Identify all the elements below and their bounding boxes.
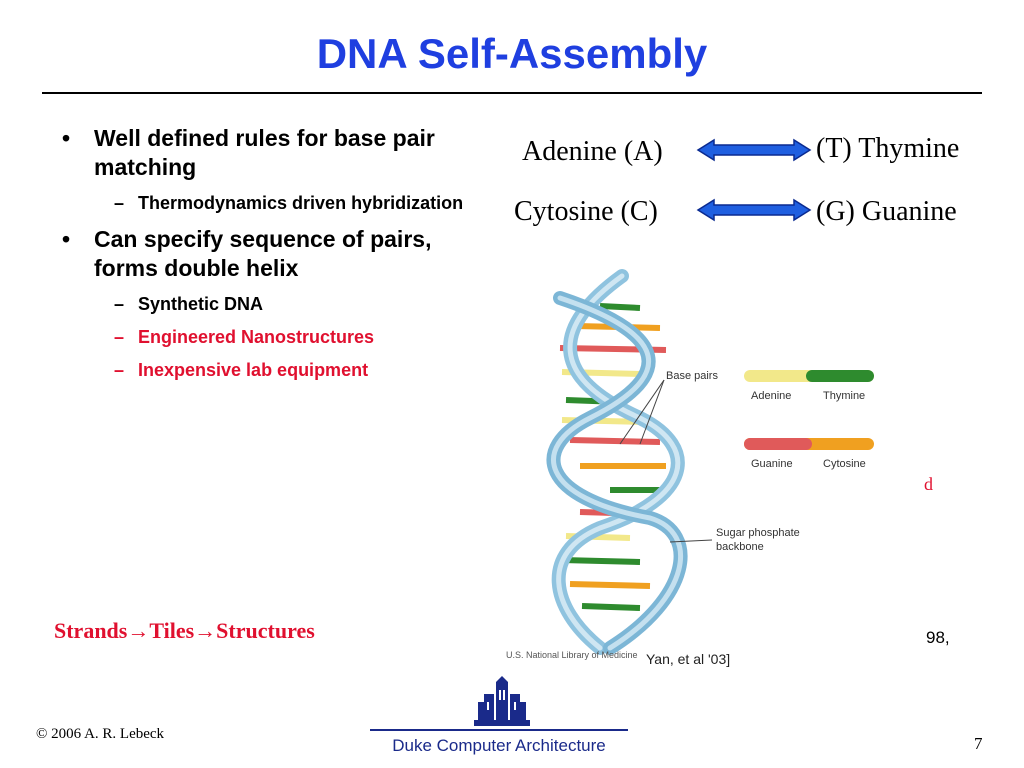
bullet-item: Can specify sequence of pairs, forms dou…: [60, 225, 470, 382]
backbone-strand: [551, 269, 685, 655]
strands-tiles-structures: Strands→Tiles→Structures: [54, 618, 315, 643]
label-cytosine: Cytosine: [823, 458, 866, 470]
sub-bullet-list: –Synthetic DNA –Engineered Nanostructure…: [94, 293, 470, 382]
page-number: 7: [974, 734, 983, 753]
footer-copyright: © 2006 A. R. Lebeck: [36, 726, 165, 742]
slide-title: DNA Self-Assembly: [316, 30, 708, 77]
label-adenine: Adenine: [751, 390, 791, 402]
title-divider: [42, 92, 982, 94]
duke-chapel-logo: [474, 676, 530, 726]
sub-bullet-item: –Thermodynamics driven hybridization: [114, 193, 464, 213]
pair-right-guanine: (G) Guanine: [816, 196, 957, 227]
figure-credit: U.S. National Library of Medicine: [506, 650, 638, 660]
pair-left-cytosine: Cytosine (C): [514, 196, 658, 227]
pair-left-adenine: Adenine (A): [522, 136, 663, 167]
sub-bullet-item: –Inexpensive lab equipment: [114, 360, 369, 380]
bullet-list: Well defined rules for base pair matchin…: [60, 124, 470, 392]
dna-figure: Base pairs Adenine Thymine Guanine Cytos…: [490, 268, 910, 668]
sub-bullet-text: Synthetic DNA: [138, 294, 264, 314]
dna-helix-illustration: Base pairs Adenine Thymine Guanine Cytos…: [506, 269, 874, 660]
fragment-d: d: [924, 474, 933, 494]
fragment-year: 98,: [926, 628, 950, 647]
footer-title: Duke Computer Architecture: [392, 736, 606, 755]
label-backbone-2: backbone: [716, 541, 764, 553]
sub-bullet-item: –Engineered Nanostructures: [114, 327, 375, 347]
label-backbone: Sugar phosphate: [716, 527, 800, 539]
sub-bullet-text: Inexpensive lab equipment: [138, 360, 369, 380]
sub-bullet-text: Thermodynamics driven hybridization: [138, 193, 464, 213]
sub-bullet-item: –Synthetic DNA: [114, 294, 264, 314]
footer-divider: [370, 729, 628, 731]
label-thymine: Thymine: [823, 390, 865, 402]
label-guanine: Guanine: [751, 458, 793, 470]
double-arrow-icon: [696, 138, 812, 162]
bullet-item: Well defined rules for base pair matchin…: [60, 124, 470, 215]
bullet-text: Can specify sequence of pairs, forms dou…: [94, 226, 432, 281]
label-base-pairs: Base pairs: [666, 370, 718, 382]
double-arrow-icon: [696, 198, 812, 222]
legend-adenine-thymine: [744, 370, 874, 382]
sub-bullet-list: –Thermodynamics driven hybridization: [94, 192, 470, 215]
bullet-text: Well defined rules for base pair matchin…: [94, 125, 435, 180]
pair-right-thymine: (T) Thymine: [816, 133, 960, 164]
sub-bullet-text: Engineered Nanostructures: [138, 327, 375, 347]
legend-guanine-cytosine: [744, 438, 874, 450]
fragment-citation: Yan, et al '03]: [646, 654, 731, 667]
